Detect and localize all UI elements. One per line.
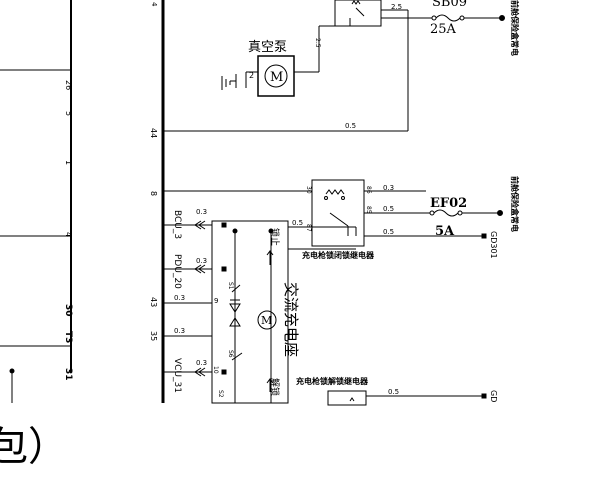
lock-relay xyxy=(163,179,430,247)
relay-pin-87: 87 xyxy=(305,224,312,232)
fuse-ef02 xyxy=(429,209,503,239)
vacuum-pump-motor-symbol: M xyxy=(270,70,283,85)
pdu-label: PDU_20 xyxy=(172,254,182,289)
ground-symbol xyxy=(221,76,231,90)
ef02-label: EF02 xyxy=(430,196,467,211)
pin-4-top: 4 xyxy=(150,2,158,7)
socket-pin-s2: S2 xyxy=(217,390,224,398)
pin-44: 44 xyxy=(149,128,158,138)
pin-8: 8 xyxy=(149,191,158,196)
vcu-label: VCU_31 xyxy=(172,358,182,393)
lock-relay-label: 充电枪锁闭锁继电器 xyxy=(302,250,375,260)
left-tab-t3: T3 xyxy=(63,331,73,343)
gd301-label: GD301 xyxy=(489,231,498,259)
relay-pin-86: 86 xyxy=(365,186,372,194)
wire-0-5-e: 0.5 xyxy=(388,388,399,396)
unlock-direction-label: 解锁 xyxy=(269,378,281,396)
wire-2-5-a: 2.5 xyxy=(391,3,402,11)
pin-35: 35 xyxy=(149,331,158,341)
wire-0-3-35: 0.3 xyxy=(174,327,185,335)
left-tab-30: 30 xyxy=(63,304,73,317)
wire-0-5-c: 0.5 xyxy=(383,228,394,236)
amp-25a: 25A xyxy=(430,22,457,37)
left-tab-26: 26 xyxy=(64,80,73,90)
arrow-marks xyxy=(194,220,206,377)
left-tab-4: 4 xyxy=(64,232,73,237)
right-top-label: 前舱保险盒常电 xyxy=(510,0,520,56)
left-tab-5: 5 xyxy=(64,111,73,116)
socket-pin-s1: S1 xyxy=(227,282,234,290)
wire-0-5-loop: 0.5 xyxy=(345,122,356,130)
vacuum-pump-label: 真空泵 xyxy=(248,40,287,55)
vacuum-pump xyxy=(230,18,351,97)
socket-motor-symbol: M xyxy=(261,314,272,327)
wire-0-3-pdu: 0.3 xyxy=(196,257,207,265)
left-panel xyxy=(0,0,72,403)
wire-2-5-b: 2.5 xyxy=(314,38,321,48)
wire-0-5-socket: 0.5 xyxy=(292,219,303,227)
unlock-relay-label: 充电枪锁解锁继电器 xyxy=(296,376,369,386)
fuse-sb09 xyxy=(407,10,505,131)
sb09-label: SB09 xyxy=(432,0,467,10)
wire-0-3-43: 0.3 xyxy=(174,294,185,302)
left-tab-31: 31 xyxy=(63,368,73,381)
ac-socket-block xyxy=(211,220,357,404)
wire-0-3-vcu: 0.3 xyxy=(196,359,207,367)
relay-pin-85: 85 xyxy=(365,206,372,214)
ac-socket-label: 交流充电座 xyxy=(282,282,300,357)
top-relay xyxy=(334,0,432,27)
ecu-wires xyxy=(163,222,227,375)
pin-9: 9 xyxy=(214,297,218,305)
amp-5a: 5A xyxy=(435,224,455,239)
bottom-partial-text: 包） xyxy=(0,424,68,470)
socket-pin-s6: S6 xyxy=(227,350,234,358)
lock-direction-label: 锁止 xyxy=(269,228,281,246)
relay-pin-30: 30 xyxy=(305,186,312,194)
pin-43: 43 xyxy=(149,297,158,307)
pin-10: 10 xyxy=(212,366,219,374)
gd-bottom-label: GD xyxy=(489,390,498,402)
wire-0-3-bcu: 0.3 xyxy=(196,208,207,216)
pump-pin-2: 2 xyxy=(249,71,254,80)
bcu-label: BCU_3 xyxy=(172,210,182,239)
left-tab-1: 1 xyxy=(64,160,73,165)
unlock-relay xyxy=(327,390,487,406)
right-mid-label: 前舱保险盒常电 xyxy=(510,176,520,232)
wire-0-3-ef: 0.3 xyxy=(383,184,394,192)
wire-0-5-ef: 0.5 xyxy=(383,205,394,213)
